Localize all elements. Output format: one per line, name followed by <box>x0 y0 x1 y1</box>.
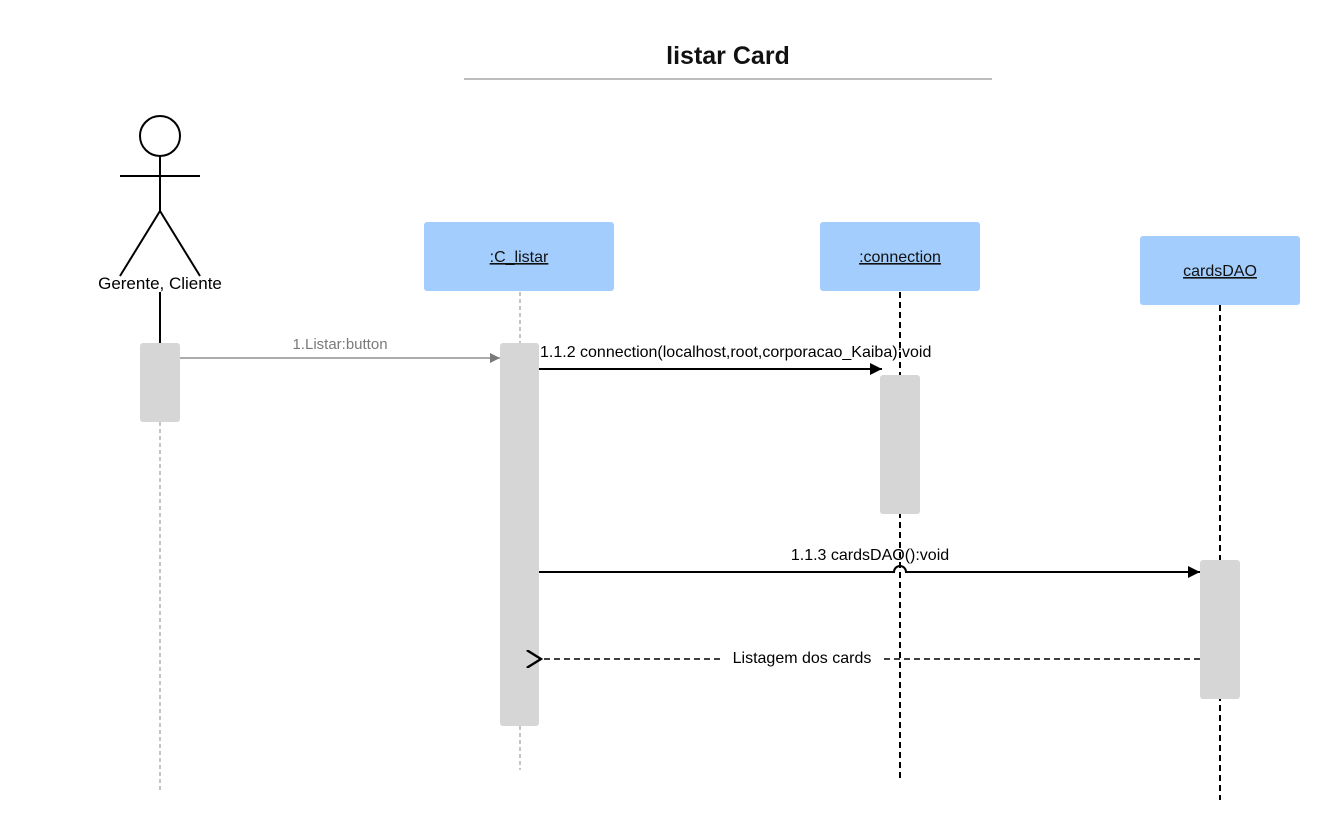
message-label-cardsdao: 1.1.3 cardsDAO():void <box>791 547 949 564</box>
actor-name: Gerente, Cliente <box>98 274 222 293</box>
diagram-title: listar Card <box>666 42 790 70</box>
participant-box <box>1140 236 1300 305</box>
title-underline <box>464 78 992 80</box>
participant-box <box>424 222 614 291</box>
message-label-listar: 1.Listar:button <box>292 336 387 353</box>
participant-cardsdao[interactable]: cardsDAO <box>1140 236 1300 305</box>
return-label-background <box>722 647 882 667</box>
actor-left-leg <box>119 210 161 277</box>
cardsdao-activation <box>1200 560 1240 699</box>
c-listar-activation <box>500 343 539 726</box>
participant-connection[interactable]: :connection <box>820 222 980 291</box>
actor-figure <box>119 115 201 277</box>
actor-head <box>139 115 181 157</box>
participant-box <box>820 222 980 291</box>
connection-activation <box>880 375 920 514</box>
actor-activation <box>140 343 180 422</box>
participant-label: cardsDAO <box>1183 263 1257 280</box>
participant-c-listar[interactable]: :C_listar <box>424 222 614 291</box>
message-arrow-cardsdao <box>539 565 1200 578</box>
actor-right-leg <box>159 210 201 277</box>
participant-label: :connection <box>859 249 941 266</box>
message-label-return: Listagem dos cards <box>733 650 872 667</box>
message-label-connection: 1.1.2 connection(localhost,root,corporac… <box>540 344 931 361</box>
participant-label: :C_listar <box>490 249 549 266</box>
